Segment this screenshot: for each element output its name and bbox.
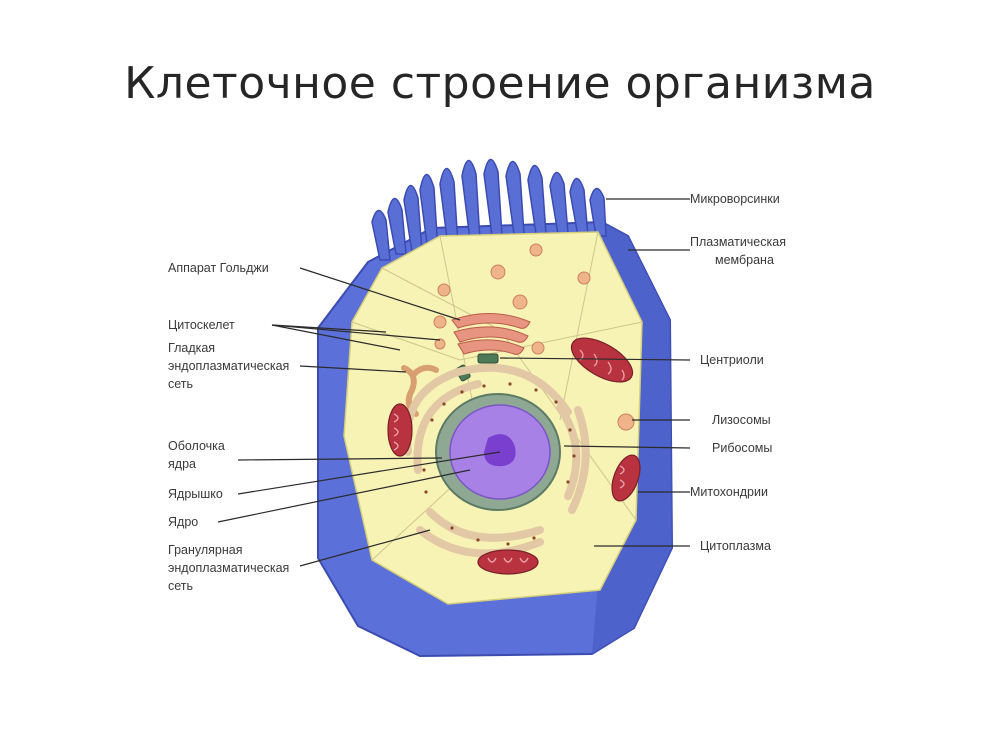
leader-lines [217,198,691,567]
ribosomes [422,382,576,546]
labels-right: Микроворсинки Плазматическая мембрана Це… [690,192,786,553]
mitochondria [387,337,641,575]
label-nucleus: Ядро [168,515,198,529]
labels-left: Аппарат Гольджи Цитоскелет Гладкая эндоп… [168,261,289,593]
label-cytoskeleton: Цитоскелет [168,318,235,332]
label-plasma-membrane-2: мембрана [715,253,774,267]
label-golgi: Аппарат Гольджи [168,261,269,275]
label-nuclear-envelope-2: ядра [168,457,196,471]
label-centrioles: Центриоли [700,353,764,367]
label-rough-er-3: сеть [168,579,193,593]
label-plasma-membrane-1: Плазматическая [690,235,786,249]
label-smooth-er-1: Гладкая [168,341,215,355]
lysosomes [433,243,635,431]
label-smooth-er-3: сеть [168,377,193,391]
label-nucleolus: Ядрышко [168,487,223,501]
label-microvilli: Микроворсинки [690,192,780,206]
label-ribosomes: Рибосомы [712,441,772,455]
label-mitochondria: Митохондрии [690,485,768,499]
label-rough-er-2: эндоплазматическая [168,561,289,575]
rough-er [403,363,590,558]
label-lysosomes: Лизосомы [712,413,771,427]
nucleolus [484,434,516,467]
golgi-apparatus [451,313,531,355]
label-nuclear-envelope-1: Оболочка [168,439,225,453]
slide-title: Клеточное строение организма [124,58,876,109]
mitochondria-cristae [393,349,625,563]
microvilli-group [371,158,607,261]
label-smooth-er-2: эндоплазматическая [168,359,289,373]
label-cytoplasm: Цитоплазма [700,539,771,553]
label-rough-er-1: Гранулярная [168,543,243,557]
